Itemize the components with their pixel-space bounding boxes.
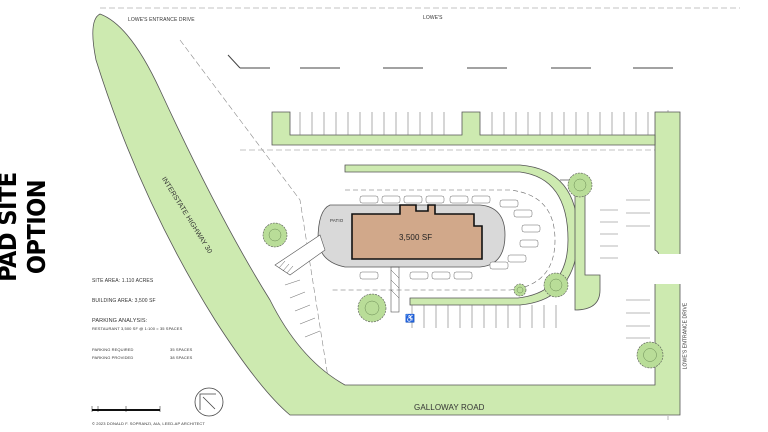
tree-canopy bbox=[573, 178, 587, 192]
tree-icon bbox=[567, 172, 593, 198]
parking-required-value: 35 SPACES bbox=[170, 347, 193, 352]
car bbox=[521, 224, 541, 233]
car bbox=[403, 195, 423, 204]
parking-provided-value: 38 SPACES bbox=[170, 355, 193, 360]
label-patio: PATIO bbox=[330, 218, 344, 223]
bottom-parking-stripes bbox=[411, 305, 557, 328]
left-parking-stripes bbox=[284, 279, 321, 338]
tree-icon bbox=[357, 293, 387, 323]
lowes-parking-stripes bbox=[227, 54, 673, 69]
parking-analysis-heading: PARKING ANALYSIS: bbox=[92, 318, 148, 324]
sidewalk bbox=[390, 266, 400, 313]
car bbox=[409, 271, 429, 280]
label-building-area: 3,500 SF bbox=[399, 233, 433, 242]
label-lowes: LOWE'S bbox=[423, 15, 443, 21]
landscape-right-island bbox=[560, 179, 601, 311]
car bbox=[453, 271, 473, 280]
tree-icon bbox=[543, 272, 569, 298]
top-parking-stripes bbox=[299, 112, 649, 135]
tree-canopy bbox=[549, 278, 563, 292]
label-galloway-road: GALLOWAY ROAD bbox=[414, 403, 485, 412]
page-title: PAD SITE OPTION bbox=[0, 172, 51, 282]
car bbox=[449, 195, 469, 204]
tree-canopy bbox=[268, 228, 282, 242]
tree-icon bbox=[636, 341, 664, 369]
label-lowes-entrance-drive-right: LOWE'S ENTRANCE DRIVE bbox=[682, 302, 689, 370]
tree-icon bbox=[262, 222, 288, 248]
site-area: SITE AREA: 1.110 ACRES bbox=[92, 278, 154, 284]
car bbox=[425, 195, 445, 204]
drive-thru-lane bbox=[330, 189, 556, 291]
tree-icon bbox=[513, 283, 527, 297]
car bbox=[381, 195, 401, 204]
accessible-parking-icon: ♿ bbox=[405, 313, 415, 323]
car bbox=[359, 271, 379, 280]
car bbox=[519, 239, 539, 248]
parking-provided-label: PARKING PROVIDED bbox=[92, 355, 134, 360]
scale-bar-icon bbox=[91, 406, 161, 412]
north-arrow-icon bbox=[194, 387, 224, 417]
right-strip-gap bbox=[653, 254, 690, 284]
building bbox=[351, 204, 483, 260]
landscape-top bbox=[271, 111, 656, 146]
right-parking-stripes bbox=[600, 199, 650, 339]
crosswalk-hatch bbox=[278, 260, 400, 299]
car bbox=[513, 209, 533, 218]
landscape-left bbox=[92, 13, 681, 416]
tree-canopy bbox=[643, 348, 657, 362]
car bbox=[499, 199, 519, 208]
cars bbox=[359, 195, 541, 280]
patio-walkway bbox=[274, 234, 326, 276]
car bbox=[431, 271, 451, 280]
building-area: BUILDING AREA: 3,500 SF bbox=[92, 298, 156, 304]
car bbox=[359, 195, 379, 204]
restaurant-parking: RESTAURANT 3,500 SF @ 1:100 = 35 SPACES bbox=[92, 326, 183, 331]
copyright: © 2023 DONALD F. SOPRANZI, AIA, LEED-AP … bbox=[92, 421, 205, 426]
tree-canopy bbox=[364, 300, 380, 316]
car bbox=[471, 195, 491, 204]
car bbox=[507, 254, 527, 263]
label-lowes-entrance-drive-top: LOWE'S ENTRANCE DRIVE bbox=[128, 17, 195, 23]
tree-canopy bbox=[516, 286, 524, 294]
trees bbox=[262, 172, 664, 369]
parking-required-label: PARKING REQUIRED bbox=[92, 347, 134, 352]
car bbox=[489, 261, 509, 270]
